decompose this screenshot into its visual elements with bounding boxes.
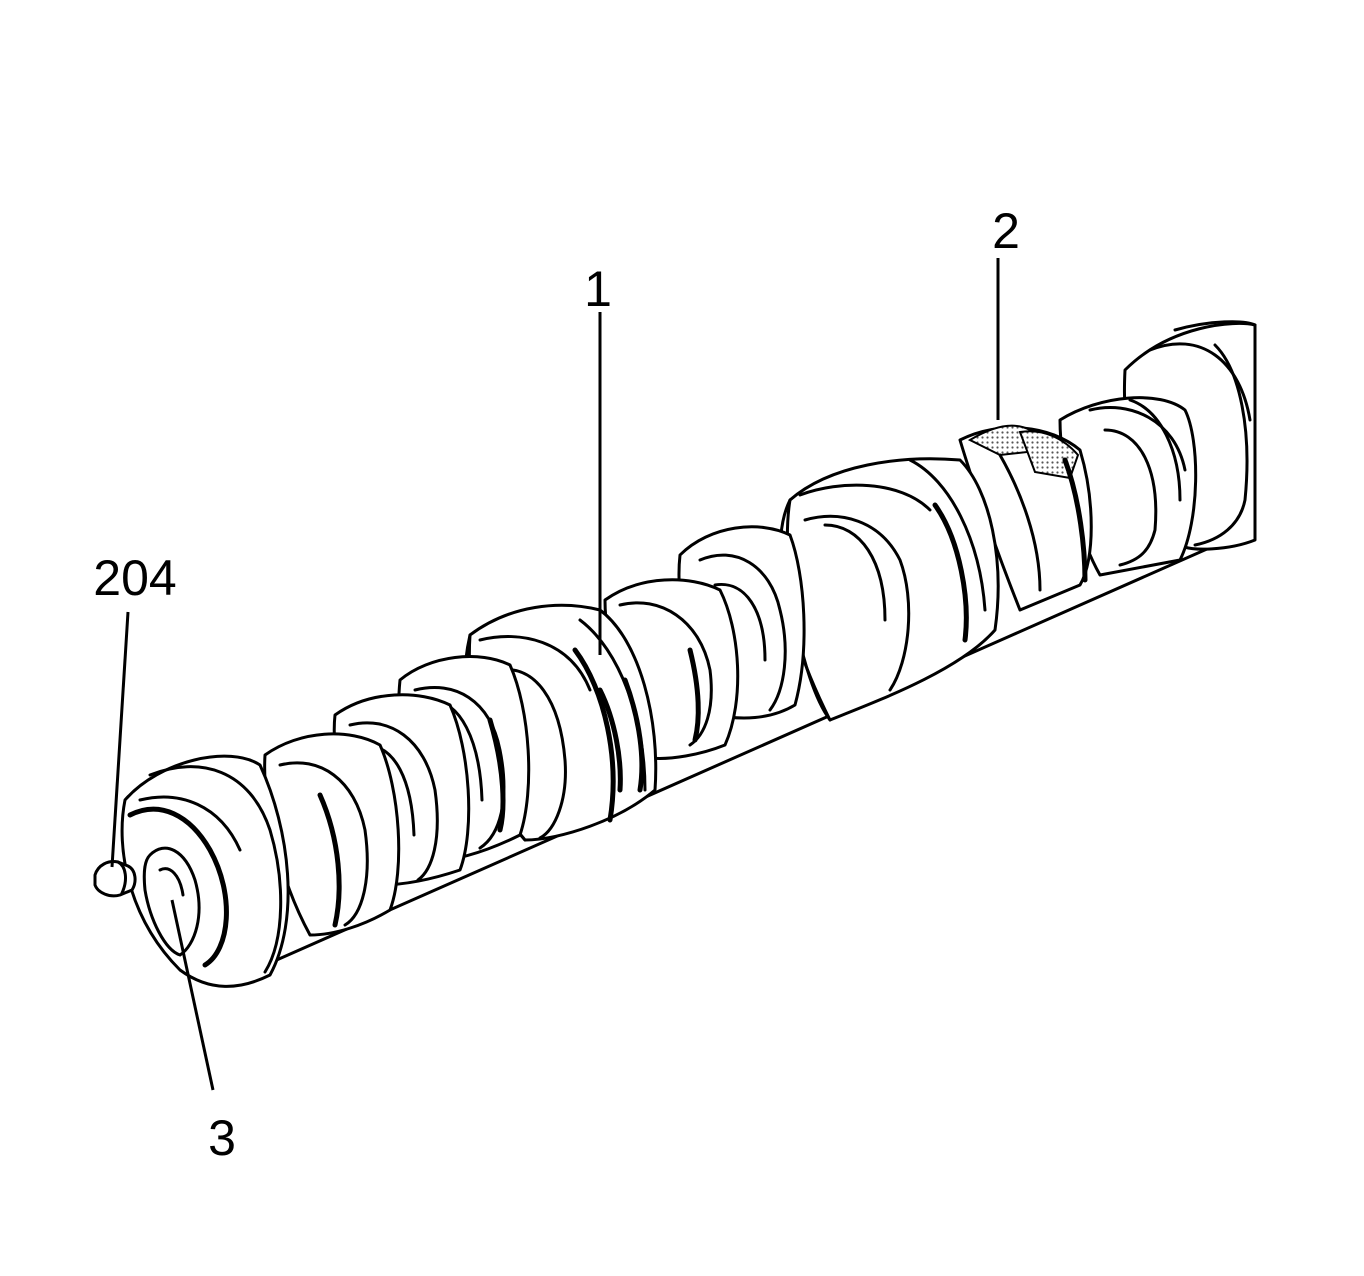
cam-lobe-center-right [778, 457, 1000, 722]
cam-lobe-front [263, 732, 401, 937]
camshaft [93, 320, 1257, 988]
leader-line-3 [170, 899, 215, 1091]
callout-3: 3 [208, 1110, 236, 1166]
shaded-journal [958, 424, 1093, 612]
callout-2: 2 [992, 203, 1020, 259]
callout-204: 204 [93, 550, 176, 606]
dowel-pin [93, 860, 137, 898]
leader-line-204 [110, 611, 130, 868]
front-journal [120, 754, 290, 988]
callout-1: 1 [584, 261, 612, 317]
